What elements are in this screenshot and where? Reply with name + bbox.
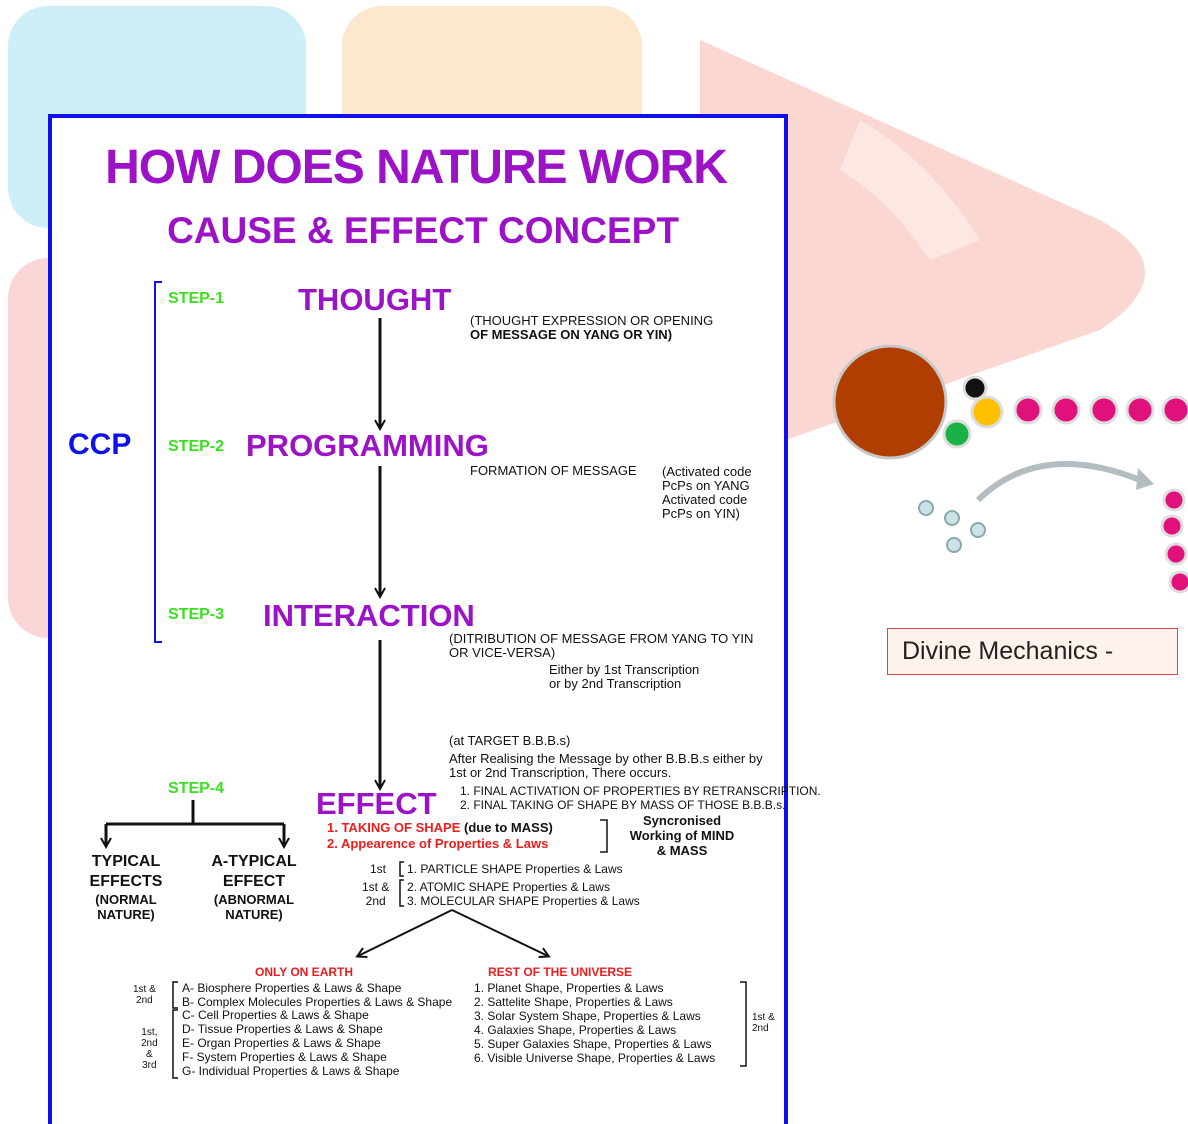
step-3-label: STEP-3	[168, 606, 225, 623]
step-4-name: EFFECT	[316, 786, 437, 821]
target-note: (at TARGET B.B.B.s)	[449, 733, 571, 748]
step-1-name: THOUGHT	[298, 282, 452, 317]
dots-illustration	[832, 344, 1188, 594]
diagram-panel	[48, 114, 788, 1124]
step-2-name: PROGRAMMING	[246, 428, 489, 463]
step-2-note: FORMATION OF MESSAGE	[470, 463, 637, 478]
step-3-note: (DITRIBUTION OF MESSAGE FROM YANG TO YIN…	[449, 631, 754, 660]
step-3-name: INTERACTION	[263, 598, 475, 633]
both-label: 1st &2nd	[362, 880, 390, 908]
universe-label: 1st &2nd	[752, 1012, 775, 1034]
earth-group1-label: 1st &2nd	[133, 984, 156, 1006]
step-2-label: STEP-2	[168, 438, 225, 455]
ccp-label: CCP	[68, 428, 132, 461]
page-subtitle: CAUSE & EFFECT CONCEPT	[167, 210, 679, 251]
particle-shape: 1. PARTICLE SHAPE Properties & Laws	[407, 862, 623, 876]
step-1-label: STEP-1	[168, 290, 225, 307]
final-notes: 1. FINAL ACTIVATION OF PROPERTIES BY RET…	[460, 784, 821, 812]
earth-heading: ONLY ON EARTH	[255, 965, 354, 979]
effect-items: 1. TAKING OF SHAPE (due to MASS) 2. Appe…	[327, 820, 553, 851]
earth-group2-label: 1st,2nd&3rd	[141, 1027, 158, 1071]
first-label: 1st	[370, 862, 387, 876]
universe-heading: REST OF THE UNIVERSE	[488, 965, 633, 979]
realising-note: After Realising the Message by other B.B…	[449, 751, 763, 780]
page-title: HOW DOES NATURE WORK	[105, 141, 728, 194]
side-caption: Divine Mechanics -	[887, 628, 1178, 675]
step-4-label: STEP-4	[168, 780, 225, 797]
